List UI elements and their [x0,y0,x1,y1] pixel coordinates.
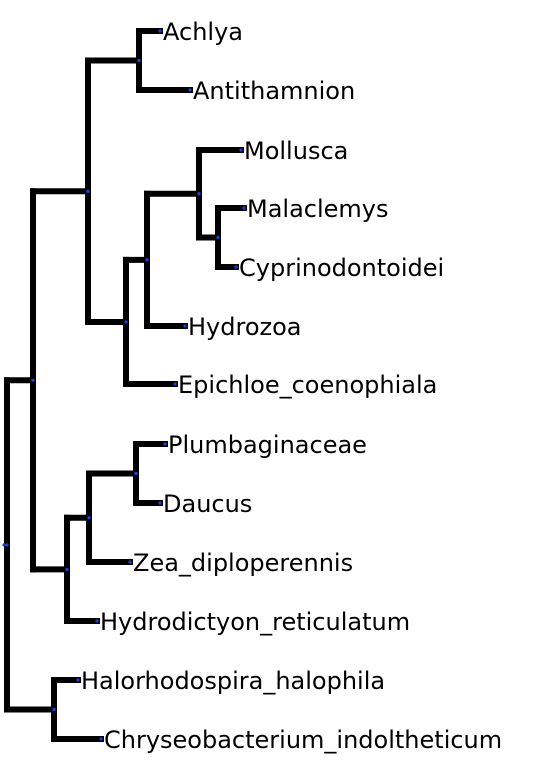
node-marker-daucus [158,501,162,505]
node-marker-root-stub [2,543,6,547]
leaf-label-zea: Zea_diploperennis [133,549,353,577]
leaf-label-chryseobacterium: Chryseobacterium_indoltheticum [104,726,502,754]
node-marker-big [31,378,35,382]
node-marker-antithamnion [188,88,192,92]
node-marker-malCyp [216,235,220,240]
leaf-label-halorhodospira: Halorhodospira_halophila [81,667,385,695]
leaf-label-cyprinodontoidei: Cyprinodontoidei [239,254,444,282]
node-markers [2,29,246,741]
leaf-label-hydrozoa: Hydrozoa [188,313,302,341]
leaf-label-mollusca: Mollusca [244,137,348,165]
node-marker-upper [86,189,90,193]
node-marker-epiC [124,320,128,324]
node-marker-malaclemys [242,206,246,210]
node-marker-achlya [158,29,162,33]
leaf-label-antithamnion: Antithamnion [193,77,355,105]
node-marker-mollusca [239,148,243,152]
leaf-label-hydrodictyon: Hydrodictyon_reticulatum [100,608,410,636]
node-marker-cyprinodontoidei [234,265,238,269]
node-marker-achAnt [137,58,141,63]
leaf-labels: Achlya Antithamnion Mollusca Malaclemys … [81,18,502,754]
node-marker-molluscaC [197,192,201,196]
leaf-label-achlya: Achlya [163,18,243,46]
node-marker-haloC [52,707,56,712]
node-marker-hydroC [145,258,149,262]
node-marker-hydrozoa [183,324,187,328]
node-marker-root [5,543,9,547]
node-marker-zea [128,560,132,564]
leaf-label-epichloe: Epichloe_coenophiala [178,371,437,399]
node-marker-plumbaginaceae [163,442,167,446]
node-marker-pluDau [134,471,138,476]
node-marker-chryseobacterium [99,737,103,741]
leaf-label-daucus: Daucus [163,490,252,518]
node-marker-hydrodictyon [95,619,99,623]
node-marker-epichloe [173,382,177,386]
node-marker-zeaC [87,516,91,520]
leaf-label-plumbaginaceae: Plumbaginaceae [168,431,367,459]
node-marker-hydroD [65,567,69,571]
node-marker-halorhodospira [76,678,80,682]
leaf-label-malaclemys: Malaclemys [247,195,389,223]
